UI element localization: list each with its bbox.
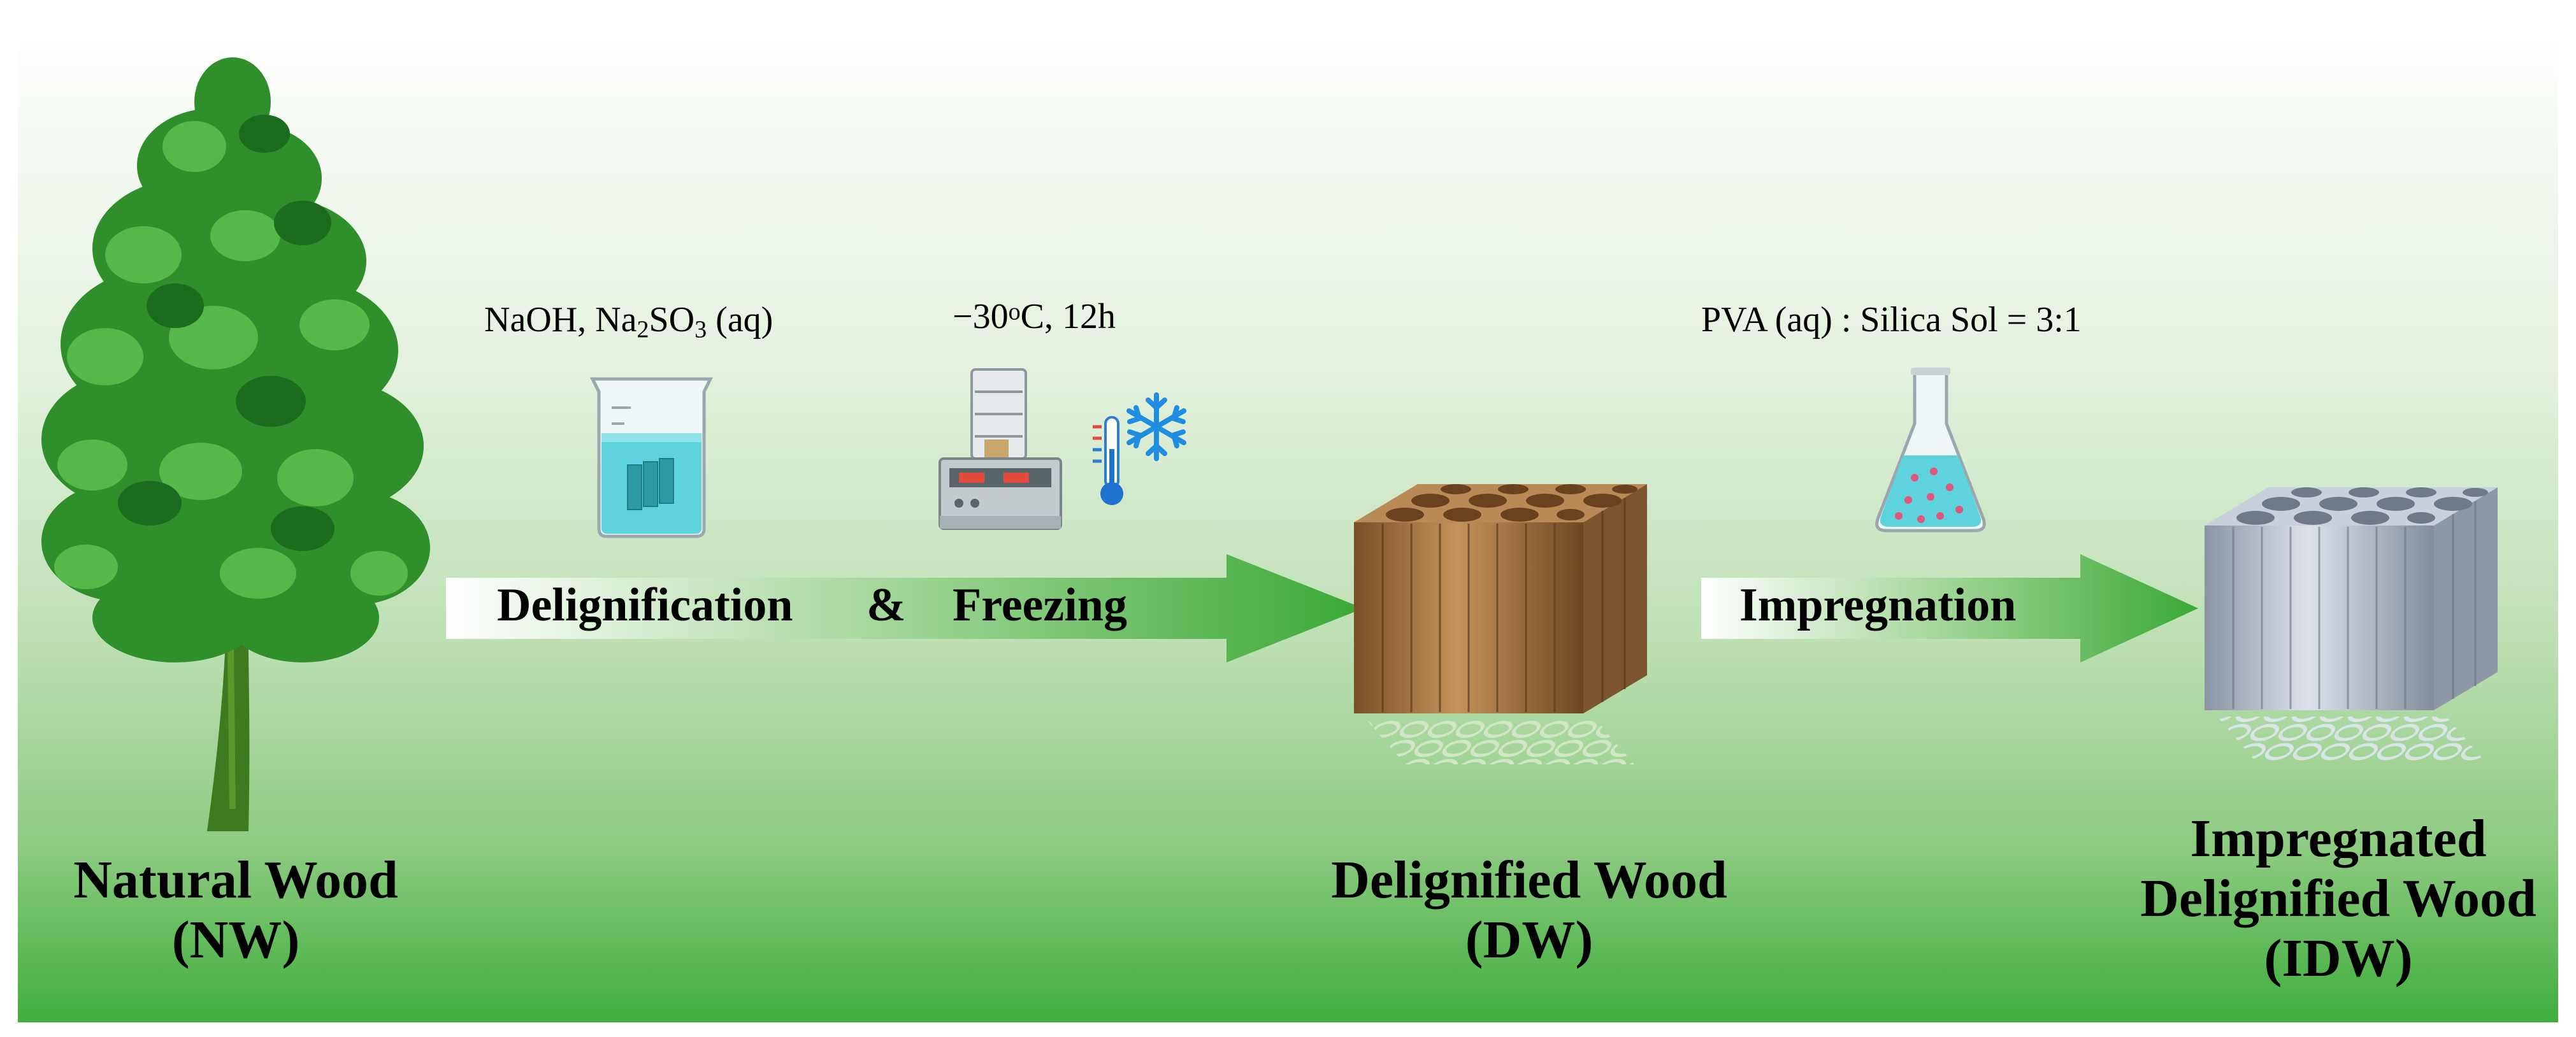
freeze-temp: −30 bbox=[953, 297, 1009, 336]
freeze-condition-label: −30oC, 12h bbox=[953, 296, 1116, 337]
delignified-wood-abbr: (DW) bbox=[1465, 910, 1594, 970]
reagent-text-3: (aq) bbox=[707, 300, 774, 340]
reagent-text-2: SO bbox=[649, 300, 695, 340]
delignification-freezing-arrow bbox=[446, 554, 1364, 662]
erlenmeyer-flask-icon bbox=[1875, 368, 1986, 533]
delignified-wood-name: Delignified Wood bbox=[1331, 850, 1727, 910]
impregnated-abbr: (IDW) bbox=[2264, 929, 2413, 989]
green-gradient-background bbox=[18, 32, 2558, 1022]
thermometer-icon bbox=[1093, 416, 1123, 505]
impregnation-arrow bbox=[1701, 554, 2198, 662]
reagent-label: NaOH, Na2SO3 (aq) bbox=[484, 299, 773, 344]
delignified-wood-caption: Delignified Wood (DW) bbox=[1293, 850, 1765, 970]
impregnation-ratio-label: PVA (aq) : Silica Sol = 3:1 bbox=[1701, 300, 2082, 340]
impregnated-wood-block-icon bbox=[2205, 487, 2498, 761]
snowflake-icon bbox=[1126, 392, 1186, 461]
step-freezing-label: Freezing bbox=[953, 579, 1127, 631]
freeze-degree: o bbox=[1008, 298, 1021, 325]
reagent-sub-1: 2 bbox=[637, 316, 649, 343]
reagent-sub-2: 3 bbox=[694, 316, 707, 343]
freeze-dryer-icon bbox=[939, 368, 1062, 530]
step-impregnation-label: Impregnation bbox=[1739, 579, 2017, 631]
natural-wood-caption: Natural Wood (NW) bbox=[38, 850, 433, 970]
step-delignification-label: Delignification bbox=[497, 579, 793, 631]
impregnated-line-2: Delignified Wood bbox=[2140, 869, 2536, 929]
step-ampersand-label: & bbox=[867, 579, 906, 631]
impregnated-wood-caption: Impregnated Delignified Wood (IDW) bbox=[2103, 809, 2574, 989]
delignified-wood-block-icon bbox=[1354, 484, 1647, 764]
impregnated-line-1: Impregnated bbox=[2190, 809, 2487, 868]
tree-icon bbox=[41, 57, 430, 831]
freeze-duration: C, 12h bbox=[1020, 297, 1116, 336]
natural-wood-abbr: (NW) bbox=[171, 910, 300, 970]
natural-wood-name: Natural Wood bbox=[73, 850, 398, 910]
reagent-text-1: NaOH, Na bbox=[484, 300, 637, 340]
beaker-icon bbox=[589, 377, 714, 538]
